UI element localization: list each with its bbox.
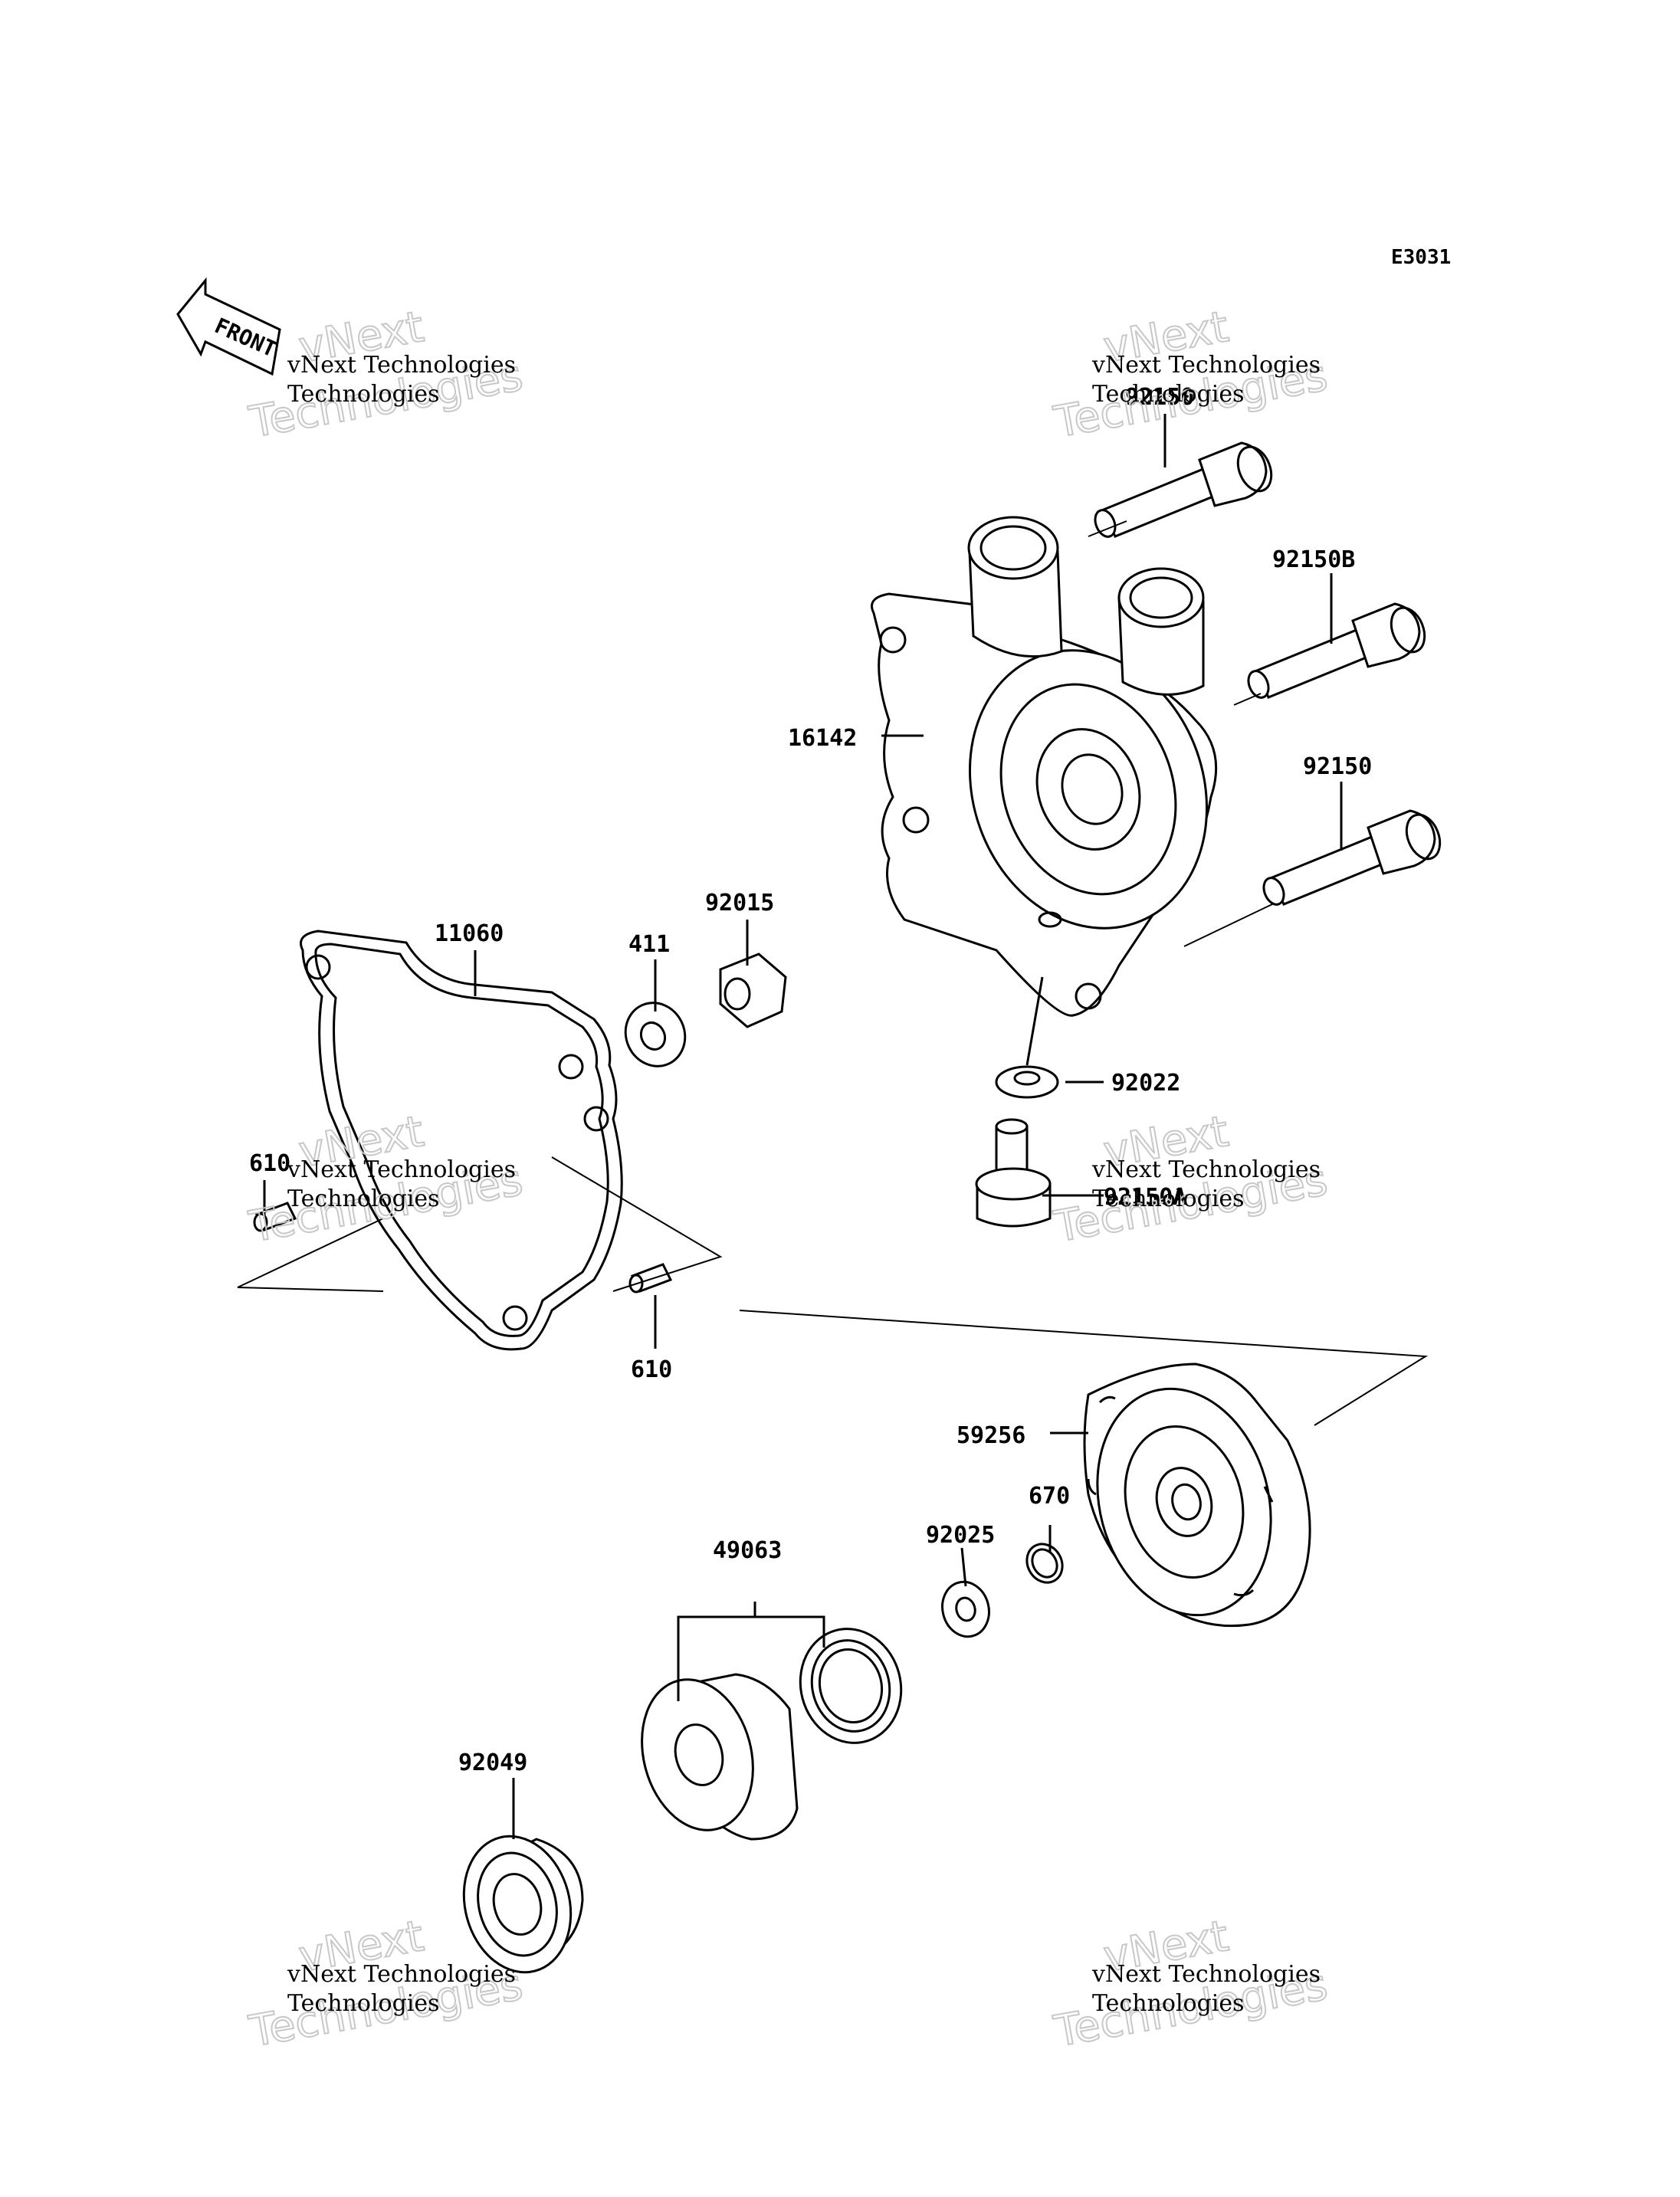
label-92025: 92025 [926, 1522, 995, 1549]
dowel-pin-610-left [253, 1202, 297, 1232]
watermark-text: Technologies [287, 1990, 440, 2017]
label-92022: 92022 [1111, 1070, 1180, 1097]
bearing-92049 [462, 1835, 584, 1974]
o-ring-670 [1025, 1543, 1064, 1584]
watermark-text: Technologies [1092, 1990, 1245, 2017]
watermark-text: vNext Technologies [287, 1961, 516, 1988]
gasket-11060 [300, 930, 623, 1351]
label-411: 411 [628, 931, 670, 958]
leader-lines [237, 414, 1429, 1839]
washer-92025 [941, 1580, 990, 1638]
label-92015: 92015 [705, 890, 774, 917]
nut-92015 [719, 953, 787, 1028]
label-92150-top: 92150 [1125, 384, 1194, 411]
label-670: 670 [1029, 1483, 1070, 1510]
bolt-92150B [1247, 602, 1426, 699]
bolt-92150A [975, 1118, 1052, 1228]
watermark-text: Technologies [287, 381, 440, 408]
label-59256: 59256 [956, 1422, 1025, 1449]
watermark-text: Technologies [1092, 1185, 1245, 1212]
watermark-text: Technologies [1092, 381, 1245, 408]
washer-411 [624, 1002, 687, 1067]
bolt-92150-top [1094, 441, 1273, 538]
label-92150A: 92150A [1104, 1184, 1186, 1211]
label-610-bottom: 610 [631, 1356, 672, 1383]
diagram-code: E3031 [1391, 246, 1451, 269]
impeller-59256 [1083, 1362, 1311, 1628]
bolt-92150-mid [1262, 809, 1442, 906]
seal-49063-outer [799, 1628, 903, 1744]
watermark-text: vNext Technologies [1091, 1156, 1321, 1183]
watermark-text: vNext Technologies [287, 1156, 516, 1183]
dowel-pin-610-bottom [628, 1263, 673, 1294]
washer-92022 [995, 1065, 1059, 1099]
watermark-text: vNext Technologies [287, 352, 516, 379]
label-92150B: 92150B [1272, 546, 1355, 573]
watermark-text: Technologies [287, 1185, 440, 1212]
label-92150-mid: 92150 [1303, 753, 1372, 780]
label-49063: 49063 [713, 1537, 782, 1564]
watermark-text: vNext Technologies [1091, 352, 1321, 379]
label-16142: 16142 [788, 725, 857, 752]
label-11060: 11060 [435, 920, 504, 947]
pump-cover-16142 [871, 516, 1218, 1017]
seal-49063-inner [641, 1673, 799, 1841]
front-arrow-icon: FRONT [176, 277, 281, 376]
label-92049: 92049 [458, 1749, 527, 1776]
label-610-left: 610 [249, 1150, 290, 1177]
watermark-text: vNext Technologies [1091, 1961, 1321, 1988]
